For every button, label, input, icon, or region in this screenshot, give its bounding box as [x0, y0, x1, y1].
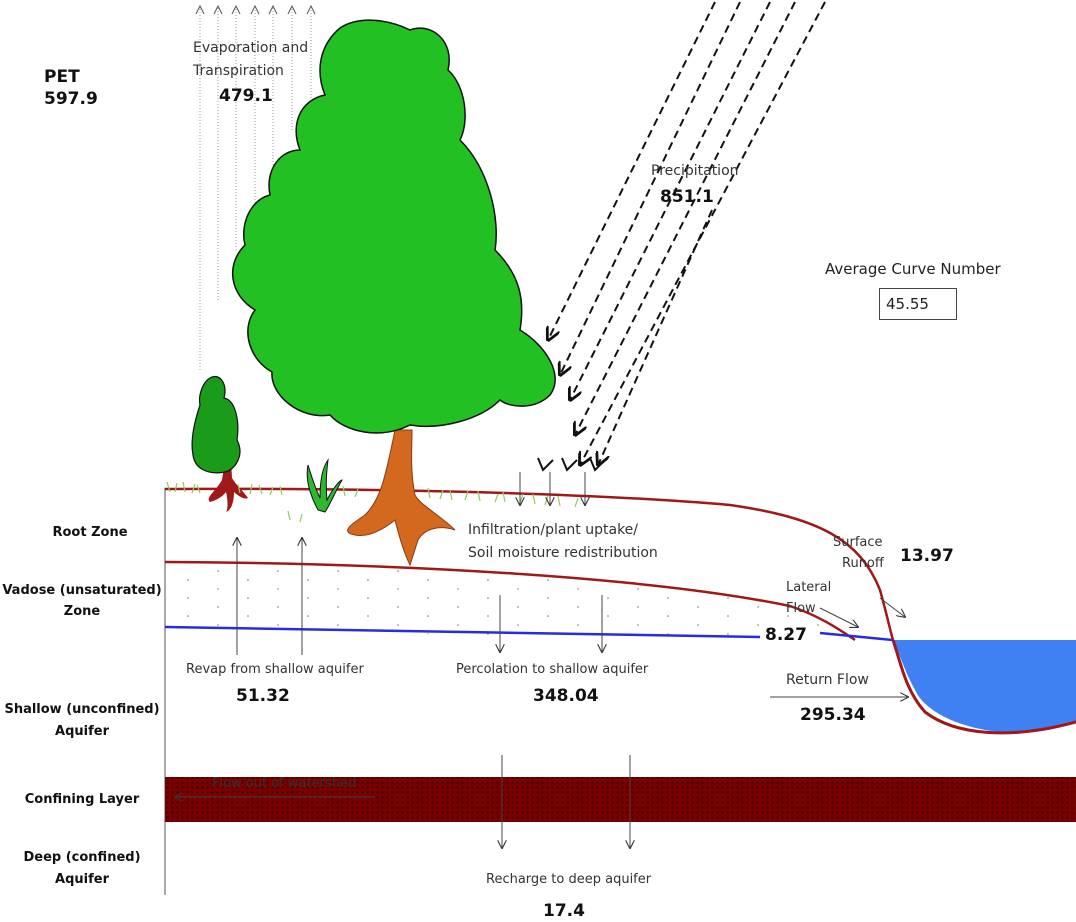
et-label-2: Transpiration: [193, 63, 284, 79]
infiltration-label-1: Infiltration/plant uptake/: [468, 522, 639, 538]
stream-bed: [891, 639, 1076, 735]
revap-value: 51.32: [236, 686, 290, 706]
water-table-line: [164, 625, 894, 642]
shrub-canopy: [191, 376, 241, 474]
revap-label: Revap from shallow aquifer: [186, 662, 364, 677]
et-label-1: Evaporation and: [193, 40, 309, 56]
lateral-flow-value: 8.27: [765, 625, 807, 645]
zone-shallow-label-1: Shallow (unconfined): [4, 702, 160, 717]
zone-root-label: Root Zone: [52, 525, 128, 540]
et-arrowheads: [195, 4, 316, 15]
pet-label: PET: [44, 67, 80, 87]
curve-number-label: Average Curve Number: [825, 260, 1001, 278]
zone-confining-label: Confining Layer: [24, 792, 140, 807]
precipitation-label: Precipitation: [651, 163, 739, 179]
tree-trunk: [347, 429, 456, 567]
infiltration-label-2: Soil moisture redistribution: [468, 545, 658, 561]
percolation-value: 348.04: [533, 686, 599, 706]
revap-arrows: [237, 538, 302, 655]
ground-surface-line: [164, 487, 895, 641]
surface-runoff-label-2: Runoff: [842, 556, 884, 571]
zone-deep-label-2: Aquifer: [55, 872, 109, 887]
shrub-trunk: [208, 460, 248, 512]
precipitation-value: 851.1: [660, 187, 714, 207]
zone-vadose-label-1: Vadose (unsaturated): [2, 583, 162, 598]
grass-clump: [306, 458, 343, 513]
et-value: 479.1: [219, 86, 273, 106]
root-zone-line: [164, 560, 856, 642]
pet-value: 597.9: [44, 89, 98, 109]
precipitation-arrows: [548, 1, 826, 465]
infiltration-arrows: [520, 472, 585, 505]
zone-shallow-label-2: Aquifer: [55, 724, 109, 739]
stream-water: [893, 640, 1076, 733]
lateral-flow-label-1: Lateral: [786, 580, 832, 595]
recharge-value: 17.4: [543, 901, 585, 921]
recharge-label: Recharge to deep aquifer: [486, 872, 652, 887]
recharge-arrows: [502, 755, 630, 848]
curve-number-box: 45.55: [879, 288, 957, 320]
lateral-flow-label-2: Flow: [786, 601, 816, 616]
zone-deep-label-1: Deep (confined): [23, 850, 141, 865]
precip-heads: [537, 457, 606, 472]
surface-runoff-label-1: Surface: [833, 535, 883, 550]
return-flow-value: 295.34: [800, 705, 866, 725]
tree-canopy: [231, 19, 556, 434]
confining-layer: [165, 777, 1076, 822]
return-flow-label: Return Flow: [786, 672, 869, 688]
lateral-flow-arrow: [819, 607, 858, 627]
surface-runoff-arrow: [879, 597, 905, 617]
percolation-arrows: [500, 595, 602, 652]
surface-runoff-value: 13.97: [900, 546, 954, 566]
vadose-dots: [165, 562, 855, 640]
percolation-label: Percolation to shallow aquifer: [456, 662, 649, 677]
flow-out-label: Flow out of watershed: [212, 776, 357, 791]
zone-vadose-label-2: Zone: [63, 604, 101, 619]
